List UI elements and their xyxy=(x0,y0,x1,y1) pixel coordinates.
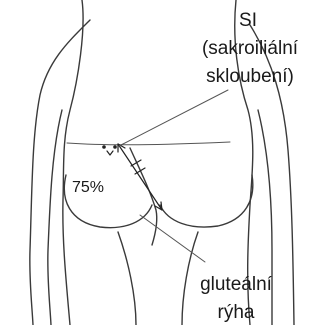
gluteal-label-line1: gluteální xyxy=(200,274,273,295)
pelvic-line xyxy=(67,142,230,145)
si-joint-dot-left xyxy=(102,145,106,149)
left-arm-inner xyxy=(48,110,62,325)
measurement-arrow xyxy=(118,144,162,210)
percent-label: 75% xyxy=(72,179,104,196)
si-label-line2: (sakroiliální xyxy=(202,38,299,59)
gluteal-label-line2: rýha xyxy=(218,302,255,323)
right-buttock-outline xyxy=(160,175,253,227)
si-joint-dot-right xyxy=(113,145,117,149)
si-joint-mark xyxy=(107,151,113,155)
si-leader-line xyxy=(119,90,228,146)
left-leg-inner xyxy=(118,232,136,325)
right-leg-inner xyxy=(182,232,198,325)
left-arm-outline xyxy=(30,20,90,325)
left-torso-outline xyxy=(63,0,83,325)
si-label-line3: skloubení) xyxy=(206,66,294,87)
si-label-line1: SI xyxy=(239,10,257,31)
